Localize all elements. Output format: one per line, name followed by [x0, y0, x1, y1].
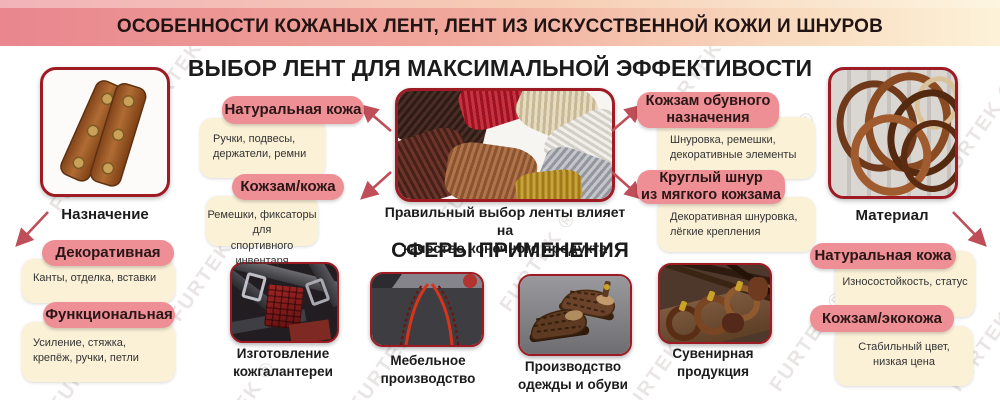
selection-section-title: ВЫБОР ЛЕНТ ДЛЯ МАКСИМАЛЬНОЙ ЭФФЕКТИВОСТИ: [187, 55, 813, 81]
sandals-illustration: [520, 276, 630, 354]
kozhzam-kozha-desc: Ремешки, фиксаторы для спортивного инвен…: [206, 196, 318, 267]
applications-section-title: СФЕРЫ ПРИМЕНЕНИЯ: [391, 239, 629, 262]
leather-pouch: [722, 313, 744, 333]
souvenir-photo: [658, 263, 772, 344]
purpose-photo-leather-handles: [40, 67, 170, 197]
round-cord-desc: Декоративная шнуровка, лёгкие крепления: [658, 197, 815, 252]
material-photo-straps: [828, 67, 958, 199]
leather-pouch: [748, 277, 768, 301]
functional-box: Функциональная: [43, 302, 175, 328]
header-title: ОСОБЕННОСТИ КОЖАНЫХ ЛЕНТ, ЛЕНТ ИЗ ИСКУСС…: [116, 16, 884, 37]
red-leather-patch: [288, 319, 332, 341]
natural-leather-props-box: Натуральная кожа: [810, 243, 956, 269]
souvenir-caption: Сувенирная продукция: [672, 346, 754, 379]
leather-goods-photo: [230, 262, 339, 343]
arrow-to-natural-leather-icon: [360, 104, 392, 132]
leather-handles-illustration: [60, 80, 147, 187]
ekokozha-box: Кожзам/экокожа: [810, 305, 954, 332]
round-cord-box: Круглый шнур из мягкого кожзама: [637, 170, 785, 204]
shoe-kozhzam-box: Кожзам обувного назначения: [637, 92, 779, 128]
natural-leather-box: Натуральная кожа: [222, 96, 364, 124]
arrow-purpose-icon: [15, 211, 49, 247]
kozhzam-kozha-box: Кожзам/кожа: [232, 174, 344, 200]
arrow-to-shoe-kozhzam-icon: [611, 104, 643, 132]
clothing-shoes-caption: Производство одежды и обуви: [518, 359, 628, 392]
functional-desc: Усиление, стяжка, крепёж, ручки, петли: [22, 322, 175, 382]
clothing-shoes-photo: [518, 274, 632, 356]
furniture-photo: [370, 272, 484, 347]
leather-goods-caption: Изготовление кожгалантереи: [233, 346, 333, 379]
center-caption: Правильный выбор ленты влияет на качеств…: [384, 204, 626, 257]
ekokozha-desc: Стабильный цвет, низкая цена: [835, 326, 973, 386]
arrow-to-kozhzam-icon: [360, 171, 392, 200]
laces-photo: [395, 88, 615, 202]
material-label: Материал: [855, 207, 929, 224]
decorative-box: Декоративная: [42, 240, 174, 266]
arrow-material-icon: [952, 211, 987, 247]
decorative-desc: Канты, отделка, вставки: [22, 259, 175, 303]
arrow-to-round-cord-icon: [611, 171, 643, 200]
upholstery-illustration: [372, 274, 482, 345]
natural-leather-desc: Ручки, подвесы, держатели, ремни: [200, 118, 325, 178]
furniture-caption: Мебельное производство: [380, 353, 476, 386]
header-banner: ОСОБЕННОСТИ КОЖАНЫХ ЛЕНТ, ЛЕНТ ИЗ ИСКУСС…: [0, 8, 1000, 46]
banner-top-strip: [0, 0, 1000, 8]
purpose-label: Назначение: [61, 206, 149, 223]
